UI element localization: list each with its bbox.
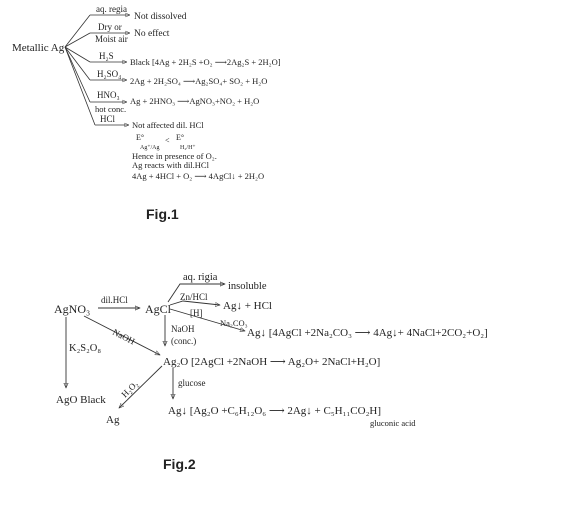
fig1-note-line1: Hence in presence of O₂. [132,151,217,161]
fig1-root-label: Metallic Ag [12,42,65,54]
fig1-product-no-effect: No effect [134,28,170,39]
fig2-insoluble: insoluble [228,281,267,292]
fig2-glucose-eq: Ag↓ [Ag₂O +C₆H₁₂O₆ ⟶ 2Ag↓ + C₅H₁₁CO₂H] [168,405,381,417]
fig1-branch-lines [64,15,130,125]
fig2-zn-hcl: Zn/HCl [180,292,208,302]
fig2-aq-rigia: aq. rigia [183,272,218,283]
fig2-agcl: AgCl [145,302,172,316]
fig2-ag2o-eq: Ag₂O [2AgCl +2NaOH ⟶ Ag₂O+ 2NaCl+H₂O] [163,356,380,368]
fig1-reagent-dry-or: Dry or [98,22,122,32]
fig1-caption: Fig.1 [146,206,179,222]
fig2-k2s2o8: K₂S₂O₈ [69,343,101,354]
fig2-h2o2: H₂O₂ [119,379,140,400]
fig2-ago-black: AgO Black [56,394,106,406]
fig1-product-not-dissolved: Not dissolved [134,12,187,22]
fig2-na2co3: Na₂CO₃ [220,318,248,328]
fig1-product-hno3-eq: Ag + 2HNO₃ ⟶AgNO₃+NO₂ + H₂O [130,96,259,106]
fig1-reagent-hcl: HCl [100,114,116,124]
fig1-notes: E° Ag⁺/Ag < E° H₂/H⁺ Hence in presence o… [132,133,264,181]
fig1-product-not-affected: Not affected dil. HCl [132,120,204,130]
fig2-dil-hcl: dil.HCl [101,295,128,305]
fig1-note-line3: 4Ag + 4HCl + O₂ ⟶ 4AgCl↓ + 2H₂O [132,171,264,181]
fig2-h-label: [H] [190,308,203,318]
figure-2: AgNO₃ dil.HCl AgCl aq. rigia insoluble Z… [54,272,488,472]
fig2-caption: Fig.2 [163,456,196,472]
fig1-e1-sub: Ag⁺/Ag [140,145,160,151]
fig1-e2-sub: H₂/H⁺ [180,145,196,151]
figure-1: Metallic Ag aq. regia Not dissolved Dry … [12,4,281,222]
fig1-reagent-hno3: HNO₃ [97,90,120,100]
fig2-zn-product: Ag↓ + HCl [223,300,272,312]
fig2-glucose: glucose [178,378,206,388]
fig1-product-black: Black [4Ag + 2H₂S +O₂ ⟶2Ag₂S + 2H₂O] [130,57,281,67]
fig1-product-h2so4-eq: 2Ag + 2H₂SO₄ ⟶Ag₂SO₄+ SO₂ + H₂O [130,76,267,86]
fig1-reagent-hot-conc: hot conc. [95,104,126,114]
fig1-lt: < [165,136,170,145]
fig2-naoh-conc-1: NaOH [171,324,195,334]
fig1-reagent-h2s: H₂S [99,51,114,61]
fig2-gluconic: gluconic acid [370,418,416,428]
fig2-naoh-conc-2: (conc.) [171,336,196,346]
fig2-ag-bottom: Ag [106,414,120,426]
fig1-reagent-h2so4: H₂SO₄ [97,69,121,79]
fig2-naoh-diag: NaOH [111,327,137,347]
fig1-e2: E° [176,133,184,142]
fig1-e1: E° [136,133,144,142]
fig2-agno3: AgNO₃ [54,302,90,316]
fig1-reagent-aq-regia: aq. regia [96,4,127,14]
fig1-note-line2: Ag reacts with dil.HCl [132,160,210,170]
fig2-arrows [66,284,245,408]
fig1-reagent-moist-air: Moist air [95,34,128,44]
fig2-na2co3-eq: Ag↓ [4AgCl +2Na₂CO₃ ⟶ 4Ag↓+ 4NaCl+2CO₂+O… [247,327,488,339]
